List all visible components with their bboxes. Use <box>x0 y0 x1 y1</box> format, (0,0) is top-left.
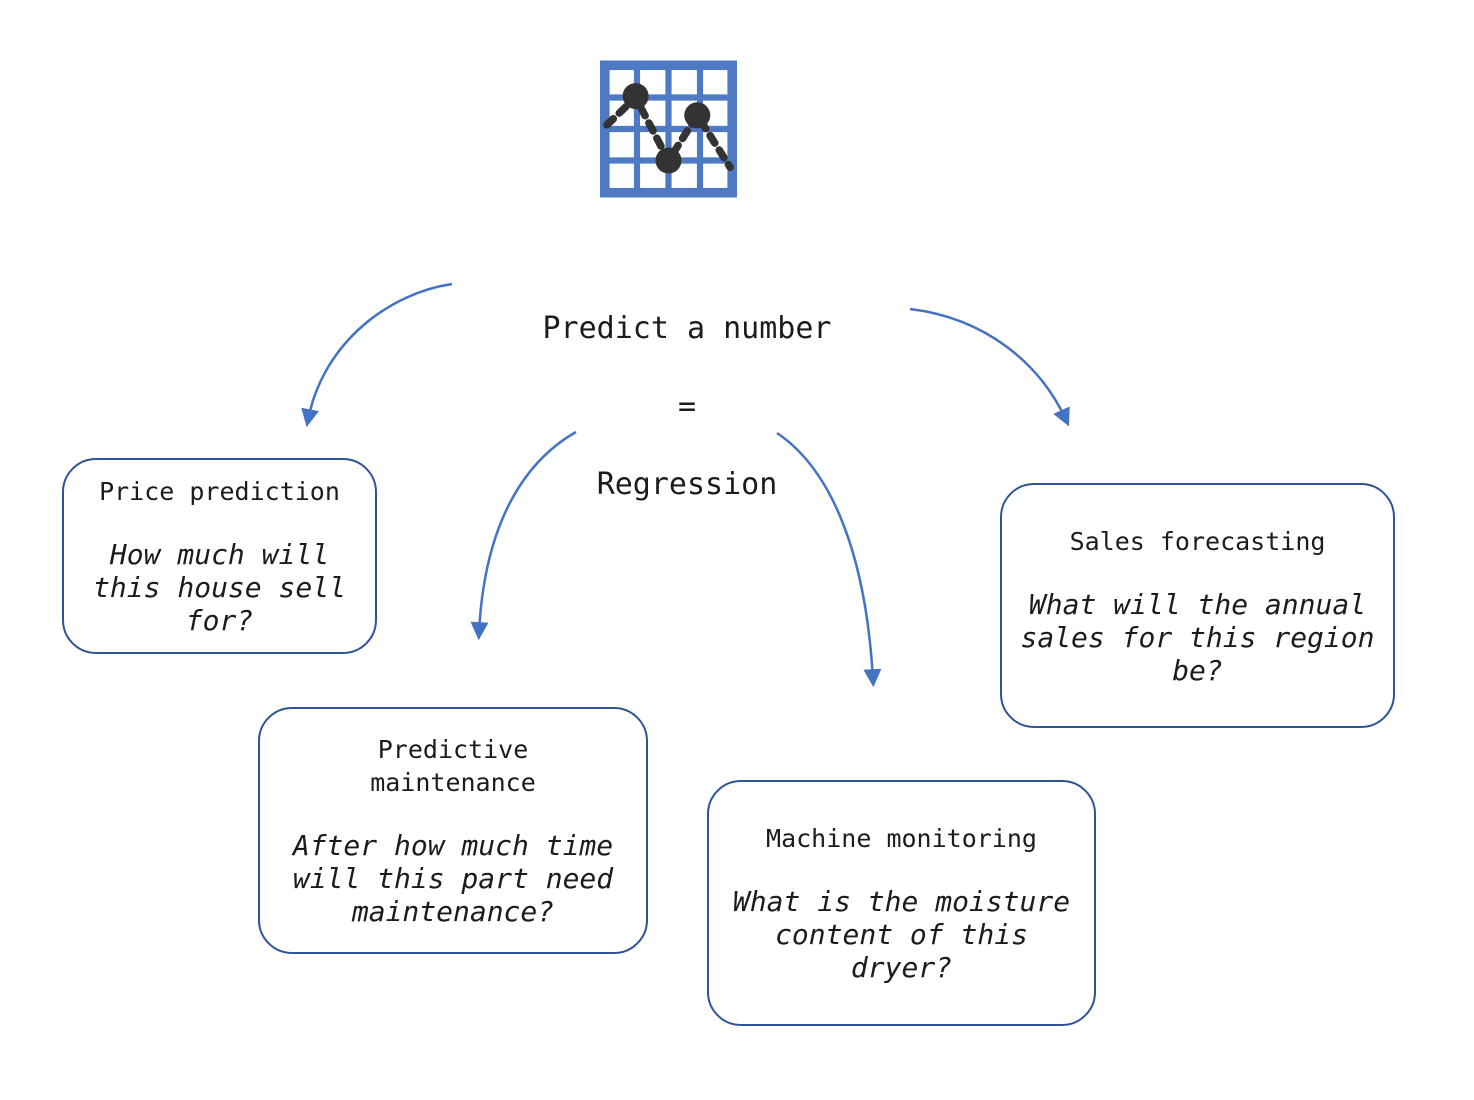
scatter-line-chart-icon <box>600 60 737 198</box>
center-line-regression: Regression <box>596 467 778 502</box>
box-question: What is the moisture content of this dry… <box>732 885 1071 984</box>
center-line-equals: = <box>677 389 697 424</box>
box-predictive-maintenance: Predictive maintenance After how much ti… <box>258 707 648 954</box>
center-line-predict: Predict a number <box>542 311 832 346</box>
box-title: Price prediction <box>99 477 340 506</box>
box-title: Sales forecasting <box>1069 526 1326 556</box>
central-concept: Predict a number = Regression <box>437 270 937 543</box>
box-title: Machine monitoring <box>766 824 1037 853</box>
box-question: What will the annual sales for this regi… <box>1020 587 1375 687</box>
box-price-prediction: Price prediction How much will this hous… <box>62 458 377 654</box>
box-title: Predictive maintenance <box>370 735 536 797</box>
box-sales-forecasting: Sales forecasting What will the annual s… <box>1000 483 1395 728</box>
box-question: After how much time will this part need … <box>292 829 614 928</box>
box-machine-monitoring: Machine monitoring What is the moisture … <box>707 780 1096 1026</box>
arrow-to-price-prediction <box>301 282 453 428</box>
box-question: How much will this house sell for? <box>93 538 346 637</box>
